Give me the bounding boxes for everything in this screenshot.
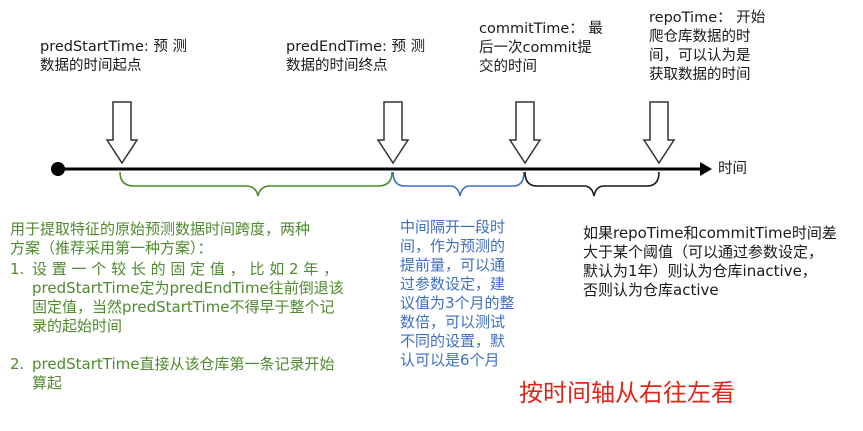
pred-end-label: predEndTime: 预 测 数据的时间终点 [286, 39, 426, 74]
black-brace [524, 171, 660, 197]
pred-start-arrow-icon [105, 101, 139, 165]
axis-label: 时间 [718, 161, 747, 177]
commit-arrow-icon [508, 101, 542, 165]
commit-label: commitTime： 最 后一次commit提 交的时间 [479, 21, 603, 75]
time-axis-arrowhead [700, 162, 712, 176]
repo-arrow-icon [642, 101, 676, 165]
pred-start-label: predStartTime: 预 测 数据的时间起点 [40, 39, 187, 74]
green-note: 用于提取特征的原始预测数据时间跨度，两种 方案（推荐采用第一种方案）： 1. 设… [10, 220, 390, 393]
green-brace [119, 171, 393, 197]
footer-caption: 按时间轴从右往左看 [519, 379, 735, 407]
pred-end-arrow-icon [376, 101, 410, 165]
green-note-item-1: 1. 设 置 一 个 较 长 的 固 定 值 ， 比 如 2 年 ， predS… [10, 260, 344, 335]
time-axis-origin-dot [51, 162, 65, 176]
blue-note: 中间隔开一段时 间，作为预测的 提前量，可以通 过参数设定，建 议值为3个月的整… [400, 218, 515, 369]
black-note: 如果repoTime和commitTime时间差 大于某个阈值（可以通过参数设定… [583, 224, 837, 299]
green-note-item-2: 2. predStartTime直接从该仓库第一条记录开始 算起 [10, 355, 335, 392]
blue-brace [392, 171, 525, 197]
repo-label: repoTime： 开始 爬仓库数据的时 间，可以认为是 获取数据的时间 [649, 10, 766, 83]
